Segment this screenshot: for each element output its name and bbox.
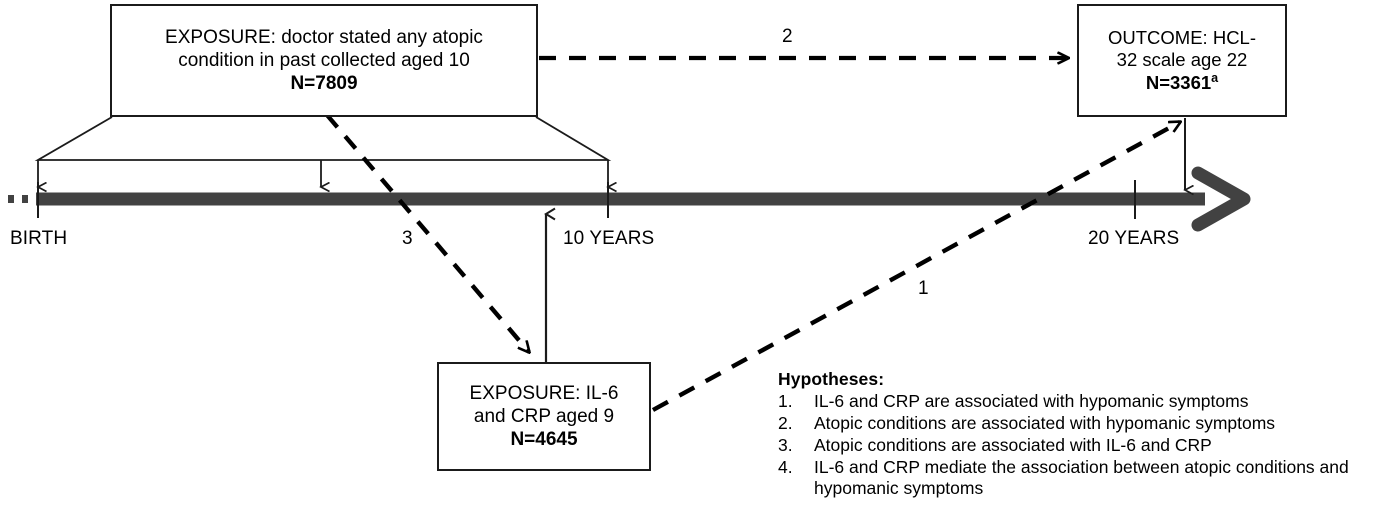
exposure-atopic-n: N=7809 [290, 73, 358, 95]
hypothesis-text: Atopic conditions are associated with IL… [814, 435, 1212, 455]
timeline-axis [8, 166, 1251, 232]
path-label-1: 1 [918, 278, 929, 299]
timeline-label-10-years: 10 YEARS [563, 228, 655, 249]
exposure-il6-line1: EXPOSURE: IL-6 [469, 382, 619, 404]
hypothesis-number: 1. [778, 391, 793, 411]
outcome-line1: OUTCOME: HCL- [1108, 26, 1256, 48]
hypothesis-item: 2. Atopic conditions are associated with… [778, 413, 1388, 434]
hypothesis-number: 4. [778, 457, 793, 477]
bracket-funnel [34, 116, 612, 161]
exposure-atopic-line1: EXPOSURE: doctor stated any atopic [165, 26, 483, 48]
path-label-2: 2 [782, 26, 793, 47]
exposure-atopic-box: EXPOSURE: doctor stated any atopic condi… [110, 4, 538, 117]
timeline-continuation-dot [8, 195, 14, 203]
hypothesis-item: 1. IL-6 and CRP are associated with hypo… [778, 391, 1388, 412]
outcome-box: OUTCOME: HCL- 32 scale age 22 N=3361a [1077, 4, 1287, 117]
timeline-continuation-dot [22, 195, 28, 203]
hypothesis-number: 2. [778, 413, 793, 433]
hypothesis-item: 3. Atopic conditions are associated with… [778, 435, 1388, 456]
exposure-il6-line2: and CRP aged 9 [473, 405, 615, 427]
hypothesis-text: Atopic conditions are associated with hy… [814, 413, 1276, 433]
outcome-line2: 32 scale age 22 [1116, 49, 1248, 71]
hypothesis-number: 3. [778, 435, 793, 455]
hypotheses-legend: Hypotheses: 1. IL-6 and CRP are associat… [778, 369, 1388, 499]
outcome-n-value: N=3361 [1145, 71, 1212, 93]
hypothesis-text: IL-6 and CRP are associated with hypoman… [814, 391, 1249, 411]
exposure-il6-n: N=4645 [510, 429, 578, 451]
hypotheses-title: Hypotheses: [778, 369, 885, 389]
exposure-il6-box: EXPOSURE: IL-6 and CRP aged 9 N=4645 [437, 362, 651, 471]
path-label-3: 3 [402, 228, 413, 249]
exposure-atopic-line2: condition in past collected aged 10 [178, 49, 470, 71]
outcome-n: N=3361a [1145, 70, 1219, 95]
hypothesis-item: 4. IL-6 and CRP mediate the association … [778, 457, 1388, 499]
timeline-label-20-years: 20 YEARS [1088, 228, 1180, 249]
timeline-arrowhead [1191, 166, 1251, 232]
exposure-collection-bracket [34, 116, 612, 187]
hypothesis-text: IL-6 and CRP mediate the association bet… [814, 457, 1349, 498]
hypothesis-1-arrow [651, 120, 1180, 412]
hypothesis-3-arrow [325, 113, 529, 352]
timeline-label-birth: BIRTH [10, 228, 68, 249]
outcome-n-footnote-marker: a [1211, 70, 1219, 85]
